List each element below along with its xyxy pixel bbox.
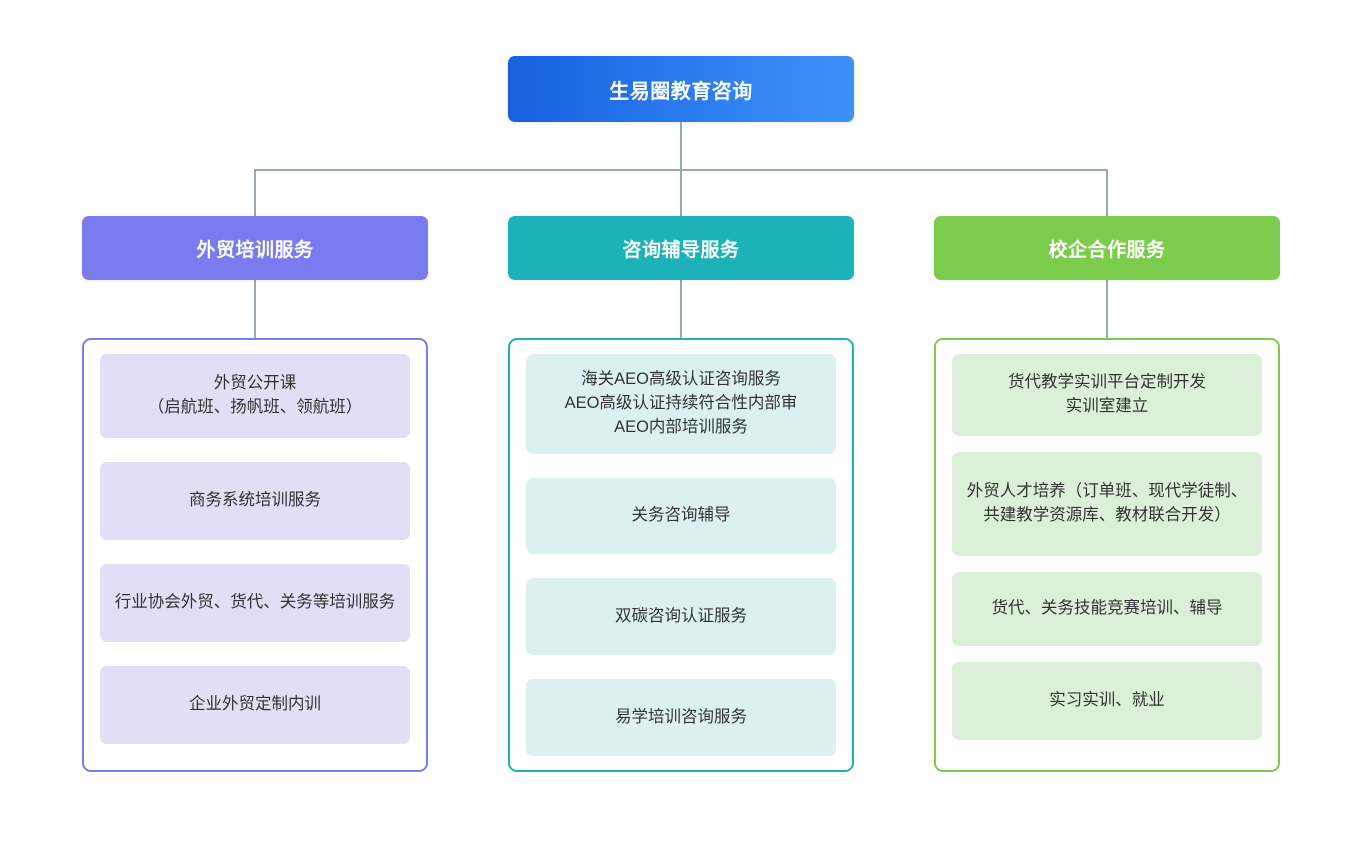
connector-header-group-middle bbox=[680, 280, 682, 338]
category-header-label: 咨询辅导服务 bbox=[622, 239, 740, 261]
category-header-label: 校企合作服务 bbox=[1048, 239, 1166, 261]
connector-root-stem bbox=[680, 122, 682, 170]
category-header-xiaoqi-hezuo[interactable]: 校企合作服务 bbox=[934, 216, 1280, 280]
list-item[interactable]: 企业外贸定制内训 bbox=[100, 666, 410, 744]
connector-header-group-right bbox=[1106, 280, 1108, 338]
root-node-label: 生易圈教育咨询 bbox=[609, 80, 753, 103]
list-item[interactable]: 易学培训咨询服务 bbox=[526, 679, 836, 756]
connector-branch-right bbox=[1106, 169, 1108, 217]
root-node[interactable]: 生易圈教育咨询 bbox=[508, 56, 854, 122]
list-item[interactable]: 货代教学实训平台定制开发 实训室建立 bbox=[952, 354, 1262, 436]
list-item[interactable]: 行业协会外贸、货代、关务等培训服务 bbox=[100, 564, 410, 642]
branch-column-waimao-peixun: 外贸培训服务 外贸公开课 （启航班、扬帆班、领航班） 商务系统培训服务 行业协会… bbox=[82, 216, 428, 772]
list-item[interactable]: 双碳咨询认证服务 bbox=[526, 578, 836, 656]
category-header-zixun-fudao[interactable]: 咨询辅导服务 bbox=[508, 216, 854, 280]
group-box-zixun-fudao: 海关AEO高级认证咨询服务 AEO高级认证持续符合性内部审 AEO内部培训服务 … bbox=[508, 338, 854, 772]
list-item[interactable]: 外贸公开课 （启航班、扬帆班、领航班） bbox=[100, 354, 410, 438]
list-item[interactable]: 实习实训、就业 bbox=[952, 662, 1262, 740]
list-item[interactable]: 关务咨询辅导 bbox=[526, 477, 836, 555]
group-box-waimao-peixun: 外贸公开课 （启航班、扬帆班、领航班） 商务系统培训服务 行业协会外贸、货代、关… bbox=[82, 338, 428, 772]
group-box-xiaoqi-hezuo: 货代教学实训平台定制开发 实训室建立 外贸人才培养（订单班、现代学徒制、共建教学… bbox=[934, 338, 1280, 772]
connector-branch-left bbox=[254, 169, 256, 217]
list-item[interactable]: 商务系统培训服务 bbox=[100, 462, 410, 540]
branch-column-zixun-fudao: 咨询辅导服务 海关AEO高级认证咨询服务 AEO高级认证持续符合性内部审 AEO… bbox=[508, 216, 854, 772]
connector-header-group-left bbox=[254, 280, 256, 338]
list-item[interactable]: 海关AEO高级认证咨询服务 AEO高级认证持续符合性内部审 AEO内部培训服务 bbox=[526, 354, 836, 454]
list-item[interactable]: 外贸人才培养（订单班、现代学徒制、共建教学资源库、教材联合开发） bbox=[952, 452, 1262, 556]
connector-branch-middle bbox=[680, 169, 682, 217]
category-header-label: 外贸培训服务 bbox=[196, 239, 314, 261]
category-header-waimao-peixun[interactable]: 外贸培训服务 bbox=[82, 216, 428, 280]
branch-column-xiaoqi-hezuo: 校企合作服务 货代教学实训平台定制开发 实训室建立 外贸人才培养（订单班、现代学… bbox=[934, 216, 1280, 772]
list-item[interactable]: 货代、关务技能竞赛培训、辅导 bbox=[952, 572, 1262, 646]
